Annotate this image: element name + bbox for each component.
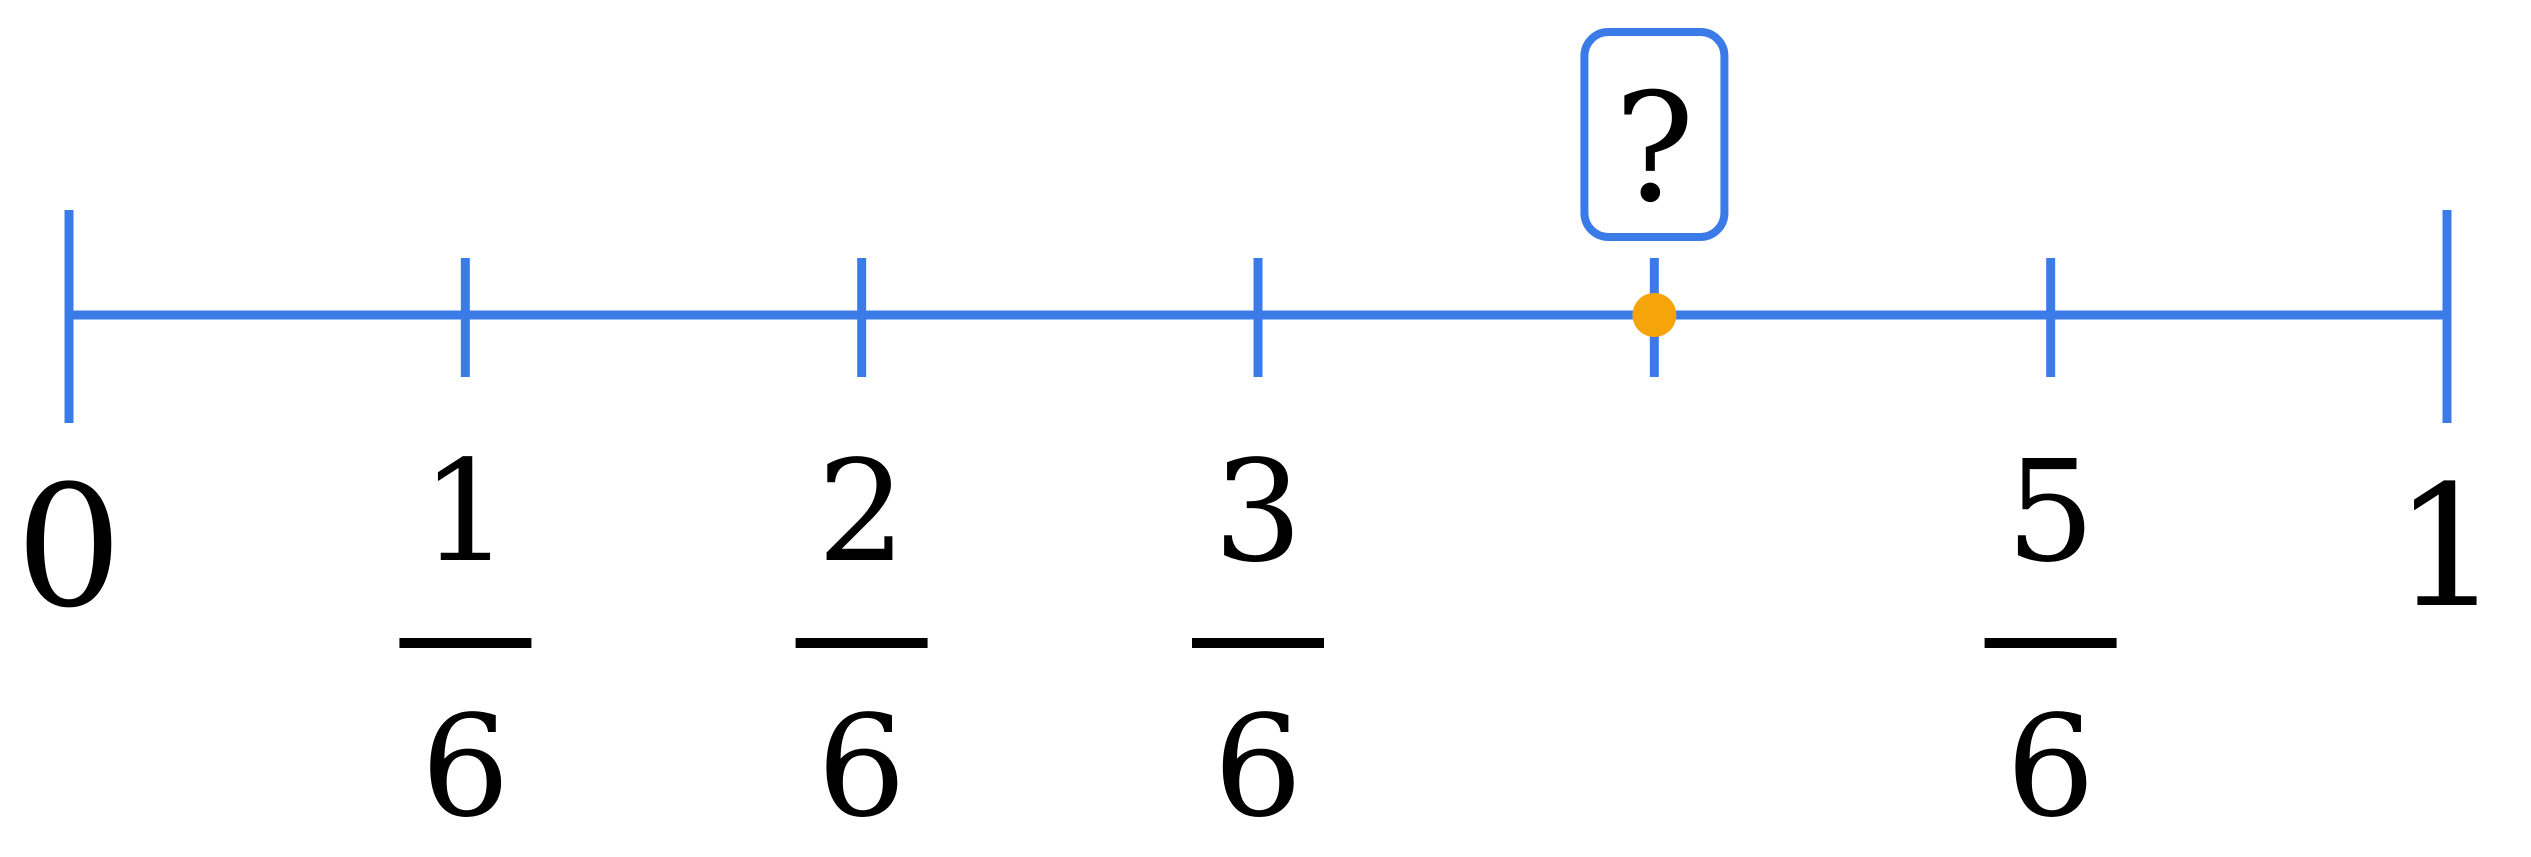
fraction-denominator: 6 [2006,686,2095,849]
tick-label-fraction: 16 [399,431,532,849]
tick-label-fraction: 56 [1984,431,2117,849]
fraction-numerator: 1 [421,431,510,594]
fraction-numerator: 5 [2006,431,2095,594]
tick-label-fraction: 36 [1192,431,1324,849]
fraction-denominator: 6 [1213,686,1302,849]
fraction-numerator: 3 [1213,431,1302,594]
tick-label-whole: 0 [16,449,123,645]
question-box [1580,28,1729,241]
fraction-denominator: 6 [421,686,510,849]
tick-label-whole: 1 [2394,449,2501,645]
fraction-numerator: 2 [817,431,906,594]
question-mark: ? [1614,62,1694,236]
tick-label-fraction: 26 [795,431,928,849]
fraction-denominator: 6 [817,686,906,849]
marked-point [1632,293,1677,337]
